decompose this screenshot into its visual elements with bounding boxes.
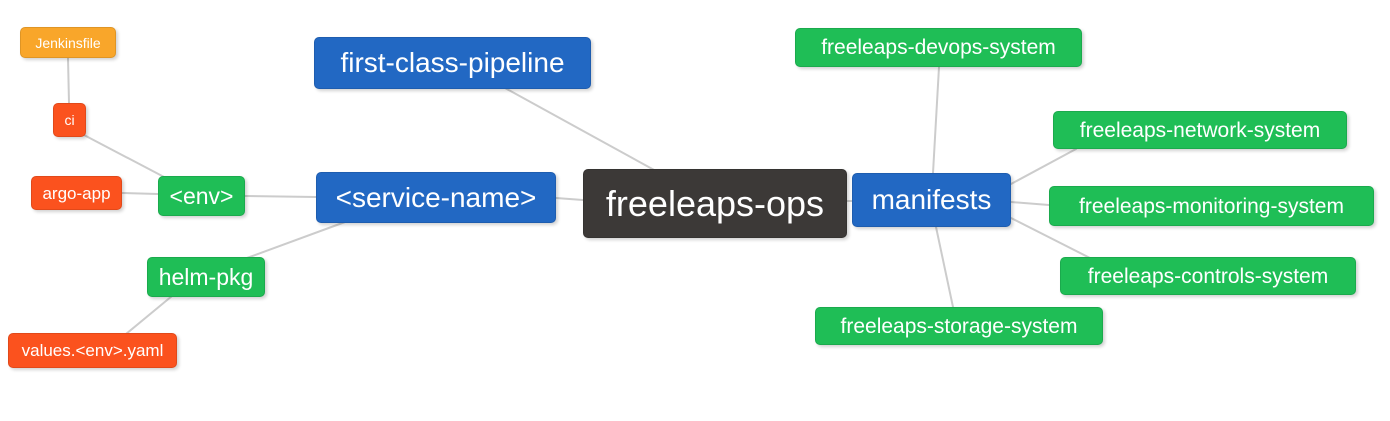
edge-manifests--devops-system [932, 66, 940, 174]
node-helm-pkg[interactable]: helm-pkg [147, 257, 265, 297]
edge-ci--env [83, 134, 167, 179]
edge-env--service-name [244, 195, 317, 198]
node-jenkinsfile[interactable]: Jenkinsfile [20, 27, 116, 58]
edge-jenkinsfile--ci [67, 57, 70, 104]
edge-helm-pkg--values-env-yaml [125, 295, 173, 335]
node-argo-app[interactable]: argo-app [31, 176, 122, 210]
edge-service-name--freeleaps-ops [555, 197, 584, 201]
edge-manifests--monitoring-system [1010, 201, 1050, 206]
node-monitoring-system[interactable]: freeleaps-monitoring-system [1049, 186, 1374, 226]
edge-first-class-pipeline--freeleaps-ops [504, 87, 657, 172]
node-values-env-yaml[interactable]: values.<env>.yaml [8, 333, 177, 368]
node-network-system[interactable]: freeleaps-network-system [1053, 111, 1347, 149]
node-first-class-pipeline[interactable]: first-class-pipeline [314, 37, 591, 89]
node-devops-system[interactable]: freeleaps-devops-system [795, 28, 1082, 67]
edge-manifests--network-system [1010, 148, 1077, 185]
node-freeleaps-ops-root[interactable]: freeleaps-ops [583, 169, 847, 238]
node-env[interactable]: <env> [158, 176, 245, 216]
node-storage-system[interactable]: freeleaps-storage-system [815, 307, 1103, 345]
node-ci[interactable]: ci [53, 103, 86, 137]
edge-manifests--storage-system [935, 226, 954, 308]
node-manifests[interactable]: manifests [852, 173, 1011, 227]
node-service-name[interactable]: <service-name> [316, 172, 556, 223]
edge-manifests--controls-system [1010, 217, 1091, 259]
edge-argo-app--env [121, 192, 159, 195]
node-controls-system[interactable]: freeleaps-controls-system [1060, 257, 1356, 295]
edge-service-name--helm-pkg [246, 221, 346, 259]
